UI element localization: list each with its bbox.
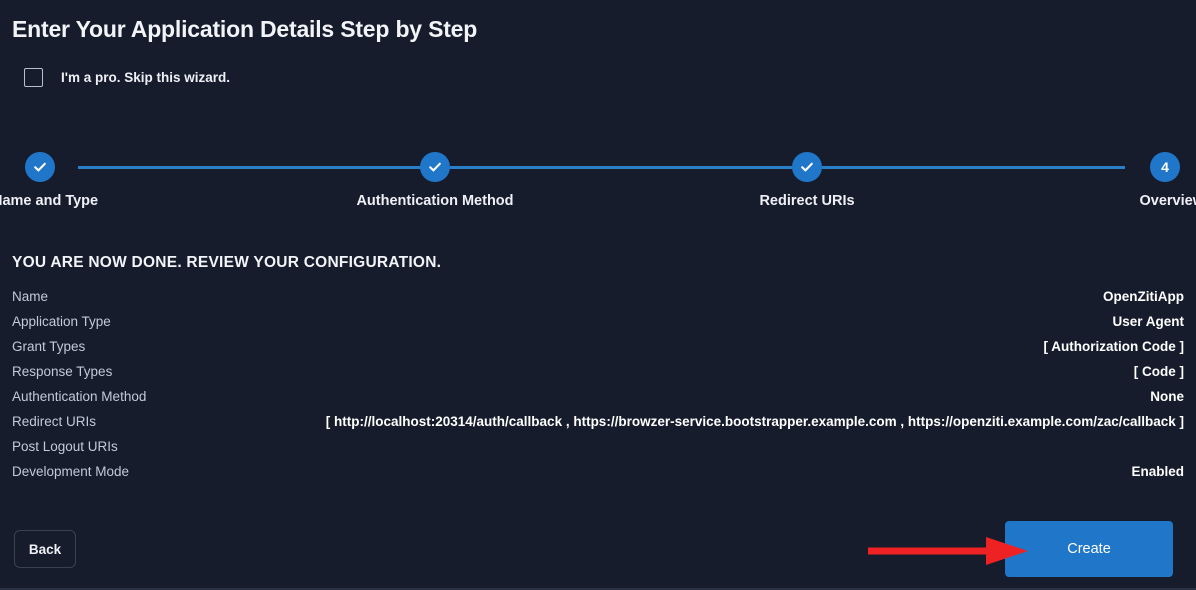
summary-value: [ http://localhost:20314/auth/callback ,… <box>325 414 1184 429</box>
stepper-step-label-3: Redirect URIs <box>759 193 855 209</box>
skip-wizard-label: I'm a pro. Skip this wizard. <box>61 70 230 85</box>
summary-label: Application Type <box>12 314 111 329</box>
stepper-step-overview[interactable]: 4 Overview <box>1060 152 1196 209</box>
summary-label: Redirect URIs <box>12 414 97 429</box>
stepper-step-authentication-method[interactable]: Authentication Method <box>355 152 515 209</box>
summary-label: Response Types <box>12 364 113 379</box>
skip-wizard-row: I'm a pro. Skip this wizard. <box>24 68 230 87</box>
summary-row: Grant Types [ Authorization Code ] <box>12 339 1184 364</box>
stepper-step-redirect-uris[interactable]: Redirect URIs <box>727 152 887 209</box>
step-connector-2-3 <box>450 166 792 169</box>
summary-value: User Agent <box>1112 314 1184 329</box>
step-complete-check-icon-2[interactable] <box>420 152 450 182</box>
summary-value: [ Authorization Code ] <box>1043 339 1184 354</box>
step-number-label: 4 <box>1161 159 1169 175</box>
review-summary-list: Name OpenZitiApp Application Type User A… <box>12 289 1184 489</box>
summary-value: None <box>1150 389 1184 404</box>
stepper-step-label-2: Authentication Method <box>356 193 514 209</box>
skip-wizard-checkbox[interactable] <box>24 68 43 87</box>
stepper-step-label-1: Name and Type <box>0 193 99 209</box>
summary-row: Response Types [ Code ] <box>12 364 1184 389</box>
summary-label: Authentication Method <box>12 389 147 404</box>
wizard-stepper: Name and Type Authentication Method Redi… <box>0 152 1196 222</box>
step-complete-check-icon-3[interactable] <box>792 152 822 182</box>
review-section-header: YOU ARE NOW DONE. REVIEW YOUR CONFIGURAT… <box>12 254 442 271</box>
summary-row: Authentication Method None <box>12 389 1184 414</box>
step-connector-3-4 <box>822 166 1125 169</box>
stepper-step-label-4: Overview <box>1139 193 1196 209</box>
summary-label: Name <box>12 289 49 304</box>
page-title: Enter Your Application Details Step by S… <box>12 16 478 42</box>
summary-row: Application Type User Agent <box>12 314 1184 339</box>
create-button[interactable]: Create <box>1005 521 1173 577</box>
summary-row: Name OpenZitiApp <box>12 289 1184 314</box>
summary-value: [ Code ] <box>1133 364 1184 379</box>
summary-value: Enabled <box>1131 464 1184 479</box>
step-complete-check-icon-1[interactable] <box>25 152 55 182</box>
summary-label: Development Mode <box>12 464 130 479</box>
stepper-step-name-and-type[interactable]: Name and Type <box>0 152 140 209</box>
back-button[interactable]: Back <box>14 530 76 568</box>
summary-row: Development Mode Enabled <box>12 464 1184 489</box>
summary-label: Grant Types <box>12 339 86 354</box>
step-current-number-badge[interactable]: 4 <box>1150 152 1180 182</box>
summary-row: Redirect URIs [ http://localhost:20314/a… <box>12 414 1184 439</box>
step-connector-1-2 <box>78 166 421 169</box>
summary-value: OpenZitiApp <box>1103 289 1184 304</box>
summary-row: Post Logout URIs <box>12 439 1184 464</box>
summary-label: Post Logout URIs <box>12 439 118 454</box>
